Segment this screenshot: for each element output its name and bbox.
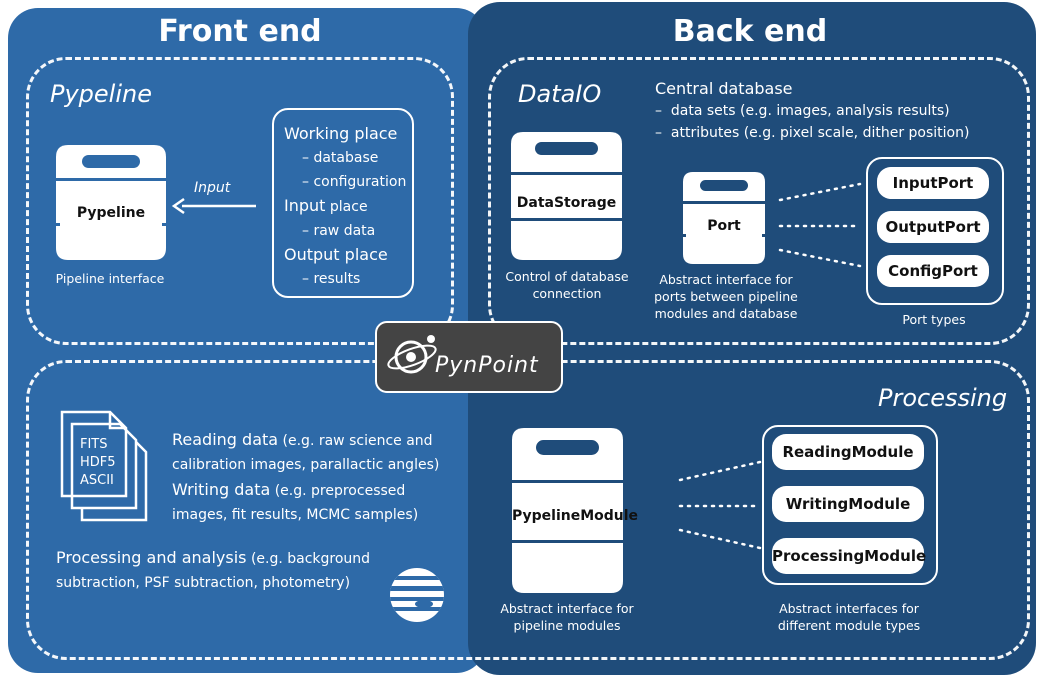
analysis-text: Processing and analysis (e.g. background… [56,548,371,591]
outputport-pill: OutputPort [877,211,989,243]
working-place-list: Working place – database – configuration… [284,122,406,291]
configport-pill: ConfigPort [877,255,989,287]
port-connector-dots [778,182,862,268]
readingmodule-pill: ReadingModule [772,434,924,470]
inputport-pill: InputPort [877,167,989,199]
pypeline-db-label: Pypeline [60,199,162,227]
file-type-fits: FITS [80,437,108,452]
central-database-title: Central database [655,79,793,98]
planet-logo-icon [387,335,437,374]
module-connector-dots [678,460,762,550]
pypeline-region [26,57,454,345]
pypelinemodule-label: PypelineModule [512,502,638,530]
writing-data-text: Writing data (e.g. preprocessed images, … [172,480,419,523]
front-end-heading: Front end [158,14,322,49]
module-types-box [762,425,938,585]
input-arrow-icon [171,197,256,215]
input-item-raw-data: – raw data [302,223,376,239]
input-place-title: Input place [284,196,368,215]
working-item-configuration: – configuration [302,174,407,190]
file-types-list: FITS HDF5 ASCII [80,436,116,490]
port-types-box [866,157,1004,305]
processing-section-title: Processing [878,384,1008,412]
central-item-attributes: – attributes (e.g. pixel scale, dither p… [655,125,970,141]
working-item-database: – database [302,150,379,166]
jupiter-planet-icon [390,568,444,622]
file-type-hdf5: HDF5 [80,455,116,470]
file-type-ascii: ASCII [80,473,114,488]
dataio-section-title: DataIO [518,80,602,108]
central-item-datasets: – data sets (e.g. images, analysis resul… [655,103,950,119]
dataio-region [488,57,1030,345]
writingmodule-pill: WritingModule [772,486,924,522]
pypeline-caption: Pipeline interface [55,271,165,286]
working-place-box [272,108,414,298]
port-types-caption: Port types [902,312,966,327]
reading-data-text: Reading data (e.g. raw science and calib… [172,430,440,473]
file-documents-icon [60,410,148,522]
back-end-heading: Back end [672,14,828,49]
output-item-results: – results [302,271,361,287]
central-database-block: Central database – data sets (e.g. image… [655,78,969,144]
datastorage-label: DataStorage [514,189,619,217]
pynpoint-logo: PynPoint [375,321,563,393]
port-label: Port [686,212,762,240]
processingmodule-pill: ProcessingModule [772,538,926,574]
pypeline-section-title: Pypeline [50,80,152,108]
input-arrow-label: Input [194,180,231,196]
output-place-title: Output place [284,245,388,264]
working-place-title: Working place [284,124,398,143]
pynpoint-logo-text: PynPoint [435,353,539,378]
